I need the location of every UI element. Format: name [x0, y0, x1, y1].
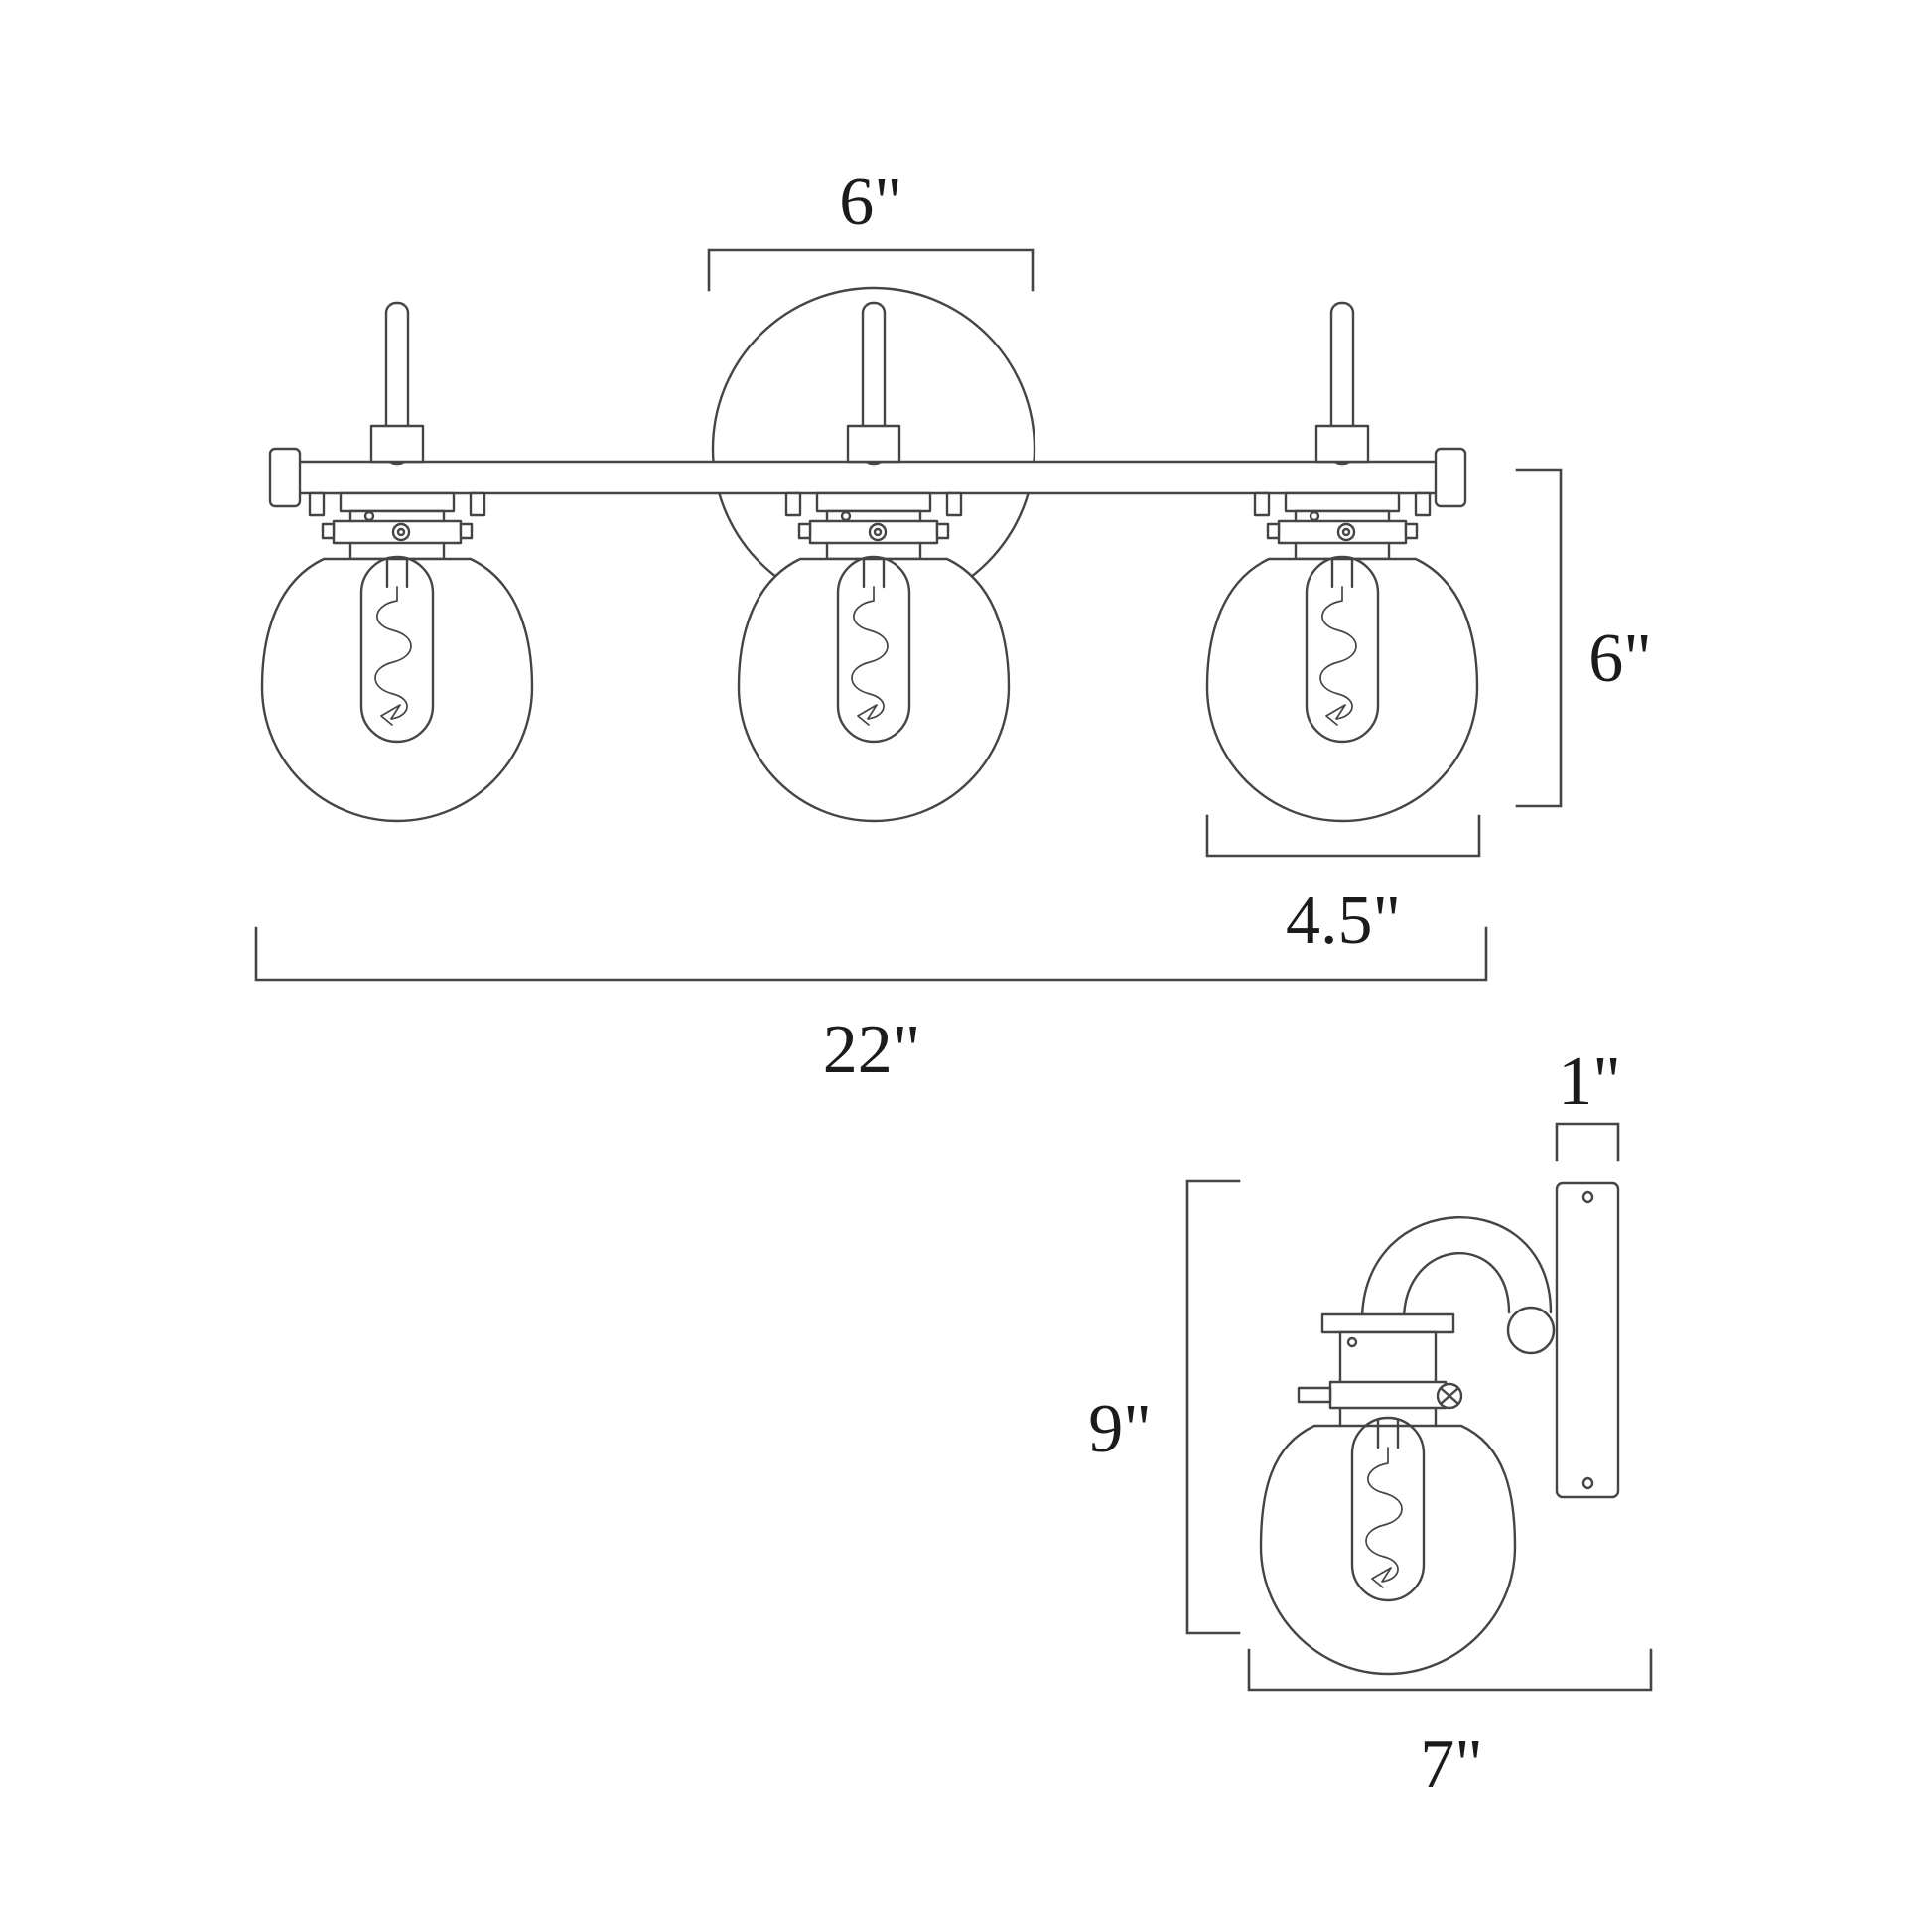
label-fixture-depth: 7" [1420, 1726, 1483, 1803]
bar-end-cap-right [1434, 447, 1467, 508]
label-plate-depth: 1" [1558, 1043, 1621, 1120]
fixture-bar [296, 460, 1440, 495]
front-view [260, 286, 1479, 823]
arm-pivot-ball [1506, 1306, 1556, 1355]
globe-shade-side [1259, 1424, 1517, 1676]
side-dimension-brackets [1185, 1122, 1653, 1692]
plate-screw-top-icon [1581, 1190, 1594, 1204]
label-shade-height: 6" [1588, 621, 1652, 697]
label-fixture-width: 22" [823, 1012, 921, 1088]
plate-screw-bottom-icon [1581, 1476, 1594, 1490]
bracket-plate-depth [1555, 1122, 1620, 1162]
socket-cap-side [1320, 1312, 1455, 1334]
screw-icon-side [1346, 1336, 1358, 1348]
side-view [1259, 1181, 1620, 1676]
bracket-shade-height [1515, 468, 1563, 808]
label-fixture-height: 9" [1088, 1391, 1152, 1467]
bracket-backplate-width [707, 248, 1035, 292]
wall-plate-side [1555, 1181, 1620, 1499]
bracket-fixture-depth [1247, 1648, 1653, 1692]
label-backplate-width: 6" [839, 164, 902, 240]
bracket-fixture-height [1185, 1179, 1241, 1635]
fixture-right [1205, 301, 1479, 823]
dimension-labels: 6" 6" 4.5" 22" 1" 9" 7" [823, 164, 1652, 1803]
set-screw-nub-side [1297, 1386, 1332, 1404]
arm-inner-curve [1402, 1251, 1511, 1322]
bracket-shade-width [1205, 814, 1481, 858]
front-dimension-brackets [254, 248, 1563, 982]
socket-band-side [1328, 1380, 1448, 1410]
bracket-fixture-width [254, 926, 1488, 982]
thumb-screw-knurl [1440, 1387, 1459, 1405]
fixture-left [260, 301, 534, 823]
arm-outer-curve [1360, 1216, 1553, 1322]
bulb-neck-side [1376, 1418, 1400, 1449]
edison-bulb-side [1350, 1416, 1426, 1602]
bar-end-cap-left [268, 447, 302, 508]
label-shade-width: 4.5" [1286, 883, 1401, 959]
